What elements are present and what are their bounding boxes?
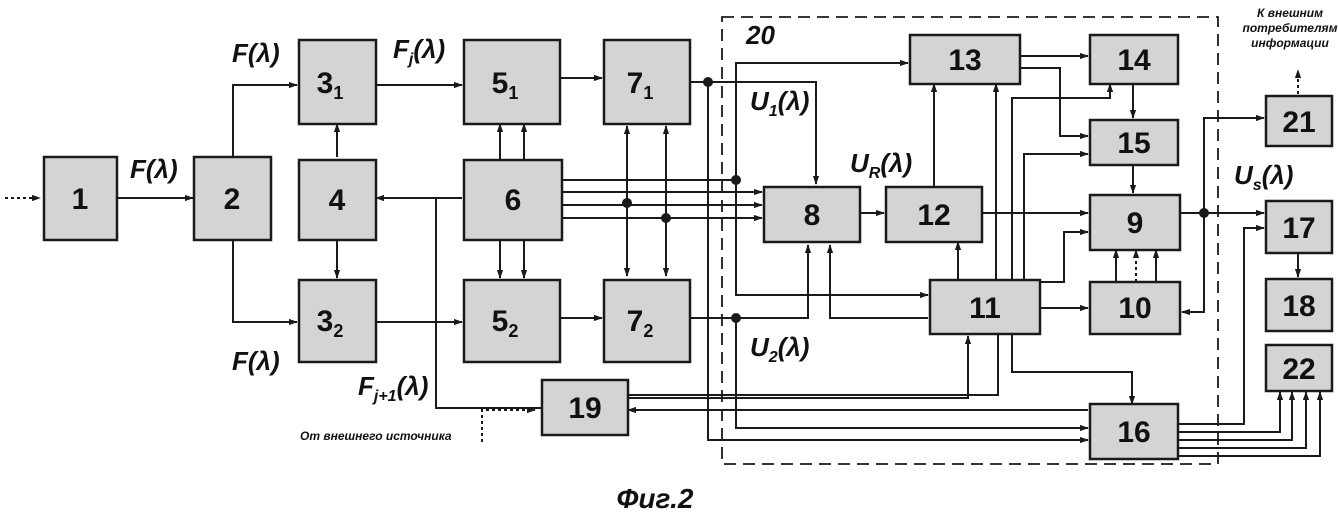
signal-fj1: Fj+1(λ)	[358, 371, 428, 405]
block-10: 10	[1090, 282, 1180, 334]
block-17: 17	[1266, 201, 1332, 253]
block-8: 8	[764, 187, 860, 242]
block-3-2-number: 3	[317, 305, 334, 338]
block-1-number: 1	[72, 183, 89, 216]
signal-f-upper: F(λ)	[232, 38, 280, 68]
signal-u2: U2(λ)	[750, 332, 809, 366]
block-5-2: 52	[464, 280, 560, 362]
block-1: 1	[44, 157, 117, 240]
block-8-number: 8	[804, 199, 821, 232]
block-22: 22	[1266, 345, 1332, 391]
block-9: 9	[1090, 195, 1180, 250]
block-7-2-sub: 2	[643, 321, 653, 341]
block-10-number: 10	[1118, 292, 1151, 325]
block-11: 11	[930, 280, 1040, 334]
block-6: 6	[464, 160, 562, 240]
block-12-number: 12	[917, 199, 950, 232]
block-21: 21	[1266, 96, 1332, 146]
signal-fj: Fj(λ)	[393, 34, 445, 68]
block-18: 18	[1266, 279, 1332, 331]
block-11-number: 11	[969, 292, 1001, 325]
block-7-2-number: 7	[627, 305, 644, 338]
block-22-number: 22	[1282, 353, 1315, 386]
block-3-1-number: 3	[317, 67, 334, 100]
consumers-label-line1: К внешним	[1257, 6, 1323, 20]
block-13: 13	[910, 35, 1020, 84]
signal-f-lower: F(λ)	[232, 346, 280, 376]
block-7-2: 72	[604, 280, 690, 362]
signal-u1: U1(λ)	[750, 86, 809, 120]
block-3-2: 32	[299, 280, 376, 362]
block-4: 4	[299, 160, 376, 240]
block-14: 14	[1090, 35, 1178, 84]
block-3-1-sub: 1	[333, 83, 343, 103]
block-19: 19	[542, 380, 628, 435]
consumers-label-line3: информации	[1251, 36, 1329, 50]
block-15-number: 15	[1117, 127, 1150, 160]
block-6-number: 6	[505, 184, 522, 217]
external-source-label: От внешнего источника	[300, 429, 452, 443]
block-7-1-sub: 1	[643, 83, 653, 103]
block-14-number: 14	[1117, 44, 1151, 77]
signal-f-input: F(λ)	[130, 154, 178, 184]
block-9-number: 9	[1127, 207, 1144, 240]
block-3-2-sub: 2	[333, 321, 343, 341]
block-5-2-number: 5	[492, 305, 509, 338]
signal-ur: UR(λ)	[850, 148, 912, 182]
block-2-number: 2	[224, 183, 241, 216]
block-18-number: 18	[1282, 290, 1315, 323]
block-12: 12	[886, 187, 982, 242]
block-5-2-sub: 2	[508, 321, 518, 341]
block-17-number: 17	[1282, 212, 1315, 245]
block-21-number: 21	[1282, 106, 1315, 139]
block-15: 15	[1090, 120, 1178, 165]
group-20-label: 20	[745, 20, 775, 50]
block-4-number: 4	[329, 184, 346, 217]
consumers-label-line2: потребителям	[1243, 21, 1338, 35]
block-16-number: 16	[1117, 416, 1150, 449]
block-19-number: 19	[568, 392, 601, 425]
figure-caption: Фиг.2	[617, 483, 694, 514]
block-5-1: 51	[464, 40, 560, 124]
block-7-1-number: 7	[627, 67, 644, 100]
block-5-1-sub: 1	[508, 83, 518, 103]
block-3-1: 31	[299, 40, 376, 124]
block-5-1-number: 5	[492, 67, 509, 100]
signal-us: Us(λ)	[1234, 160, 1293, 194]
block-7-1: 71	[604, 40, 690, 124]
block-2: 2	[194, 157, 271, 240]
block-13-number: 13	[948, 44, 981, 77]
block-16: 16	[1090, 404, 1178, 459]
